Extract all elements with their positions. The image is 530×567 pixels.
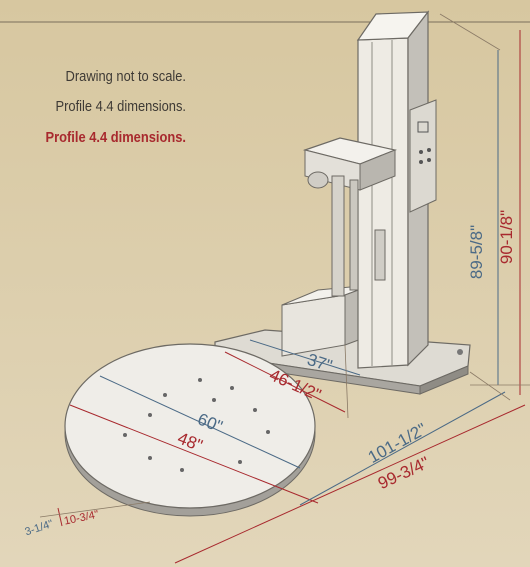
height-dimension [439,13,530,395]
note-profile-red: Profile 4.4 dimensions. [45,129,186,146]
roller [349,179,359,291]
base-plate-side [419,365,469,395]
control-panel [409,99,437,213]
turntable-top [64,343,316,509]
panel-button [419,160,423,164]
carriage-arm [374,229,386,281]
note-not-to-scale: Drawing not to scale. [65,68,186,85]
turntable-height-dimension [39,501,151,527]
mast-front [357,37,409,369]
base-bolt [457,349,463,355]
note-profile-blue: Profile 4.4 dimensions. [55,98,186,115]
turntable-holes [123,378,270,472]
carriage-side [359,149,396,191]
length-dimension [174,371,526,564]
height-label-blue: 89-5/8" [467,225,486,279]
film-roll [331,175,345,297]
carriage-motor [307,171,329,189]
panel-display [417,121,429,133]
mast-offset-dimension [224,339,361,419]
drive-box-front [281,294,346,357]
panel-button [427,158,431,162]
panel-button [419,150,423,154]
height-label-red: 90-1/8" [497,210,516,264]
turntable-dimension [69,375,319,504]
panel-button [427,148,431,152]
